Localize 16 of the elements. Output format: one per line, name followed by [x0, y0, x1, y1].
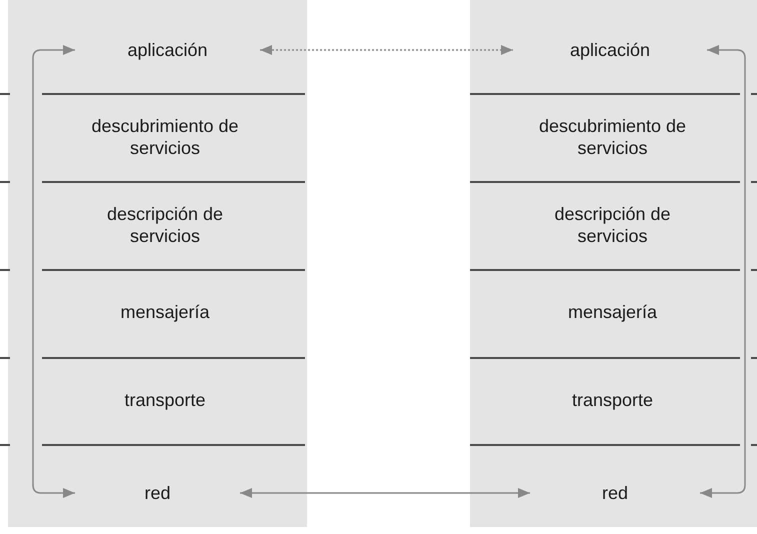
- layer-label: red: [75, 479, 240, 507]
- layer-label: aplicación: [513, 36, 707, 64]
- layer-label: aplicación: [75, 36, 260, 64]
- arrow: [32, 45, 75, 498]
- layer-label: mensajería: [525, 298, 700, 326]
- arrow: [240, 488, 530, 498]
- layer-label: descubrimiento de servicios: [525, 112, 700, 162]
- layer-label: descripción de servicios: [525, 200, 700, 250]
- layer-label: transporte: [75, 386, 255, 414]
- layer-label: descripción de servicios: [75, 200, 255, 250]
- layer-label: transporte: [525, 386, 700, 414]
- arrow: [700, 45, 746, 498]
- arrow: [260, 45, 513, 55]
- layer-label: descubrimiento de servicios: [75, 112, 255, 162]
- layer-label: red: [530, 479, 700, 507]
- layer-label: mensajería: [75, 298, 255, 326]
